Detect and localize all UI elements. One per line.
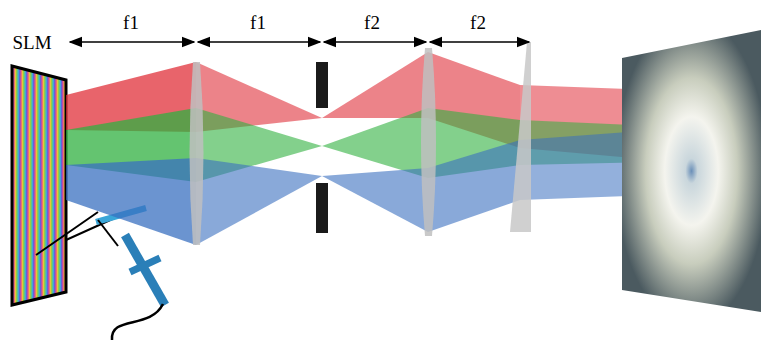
collimator-mount — [130, 258, 160, 272]
lens-f2 — [421, 48, 436, 236]
aperture-top — [316, 62, 328, 108]
beam-line — [98, 220, 118, 246]
output-screen — [622, 30, 761, 312]
optical-fiber — [112, 304, 163, 340]
device-label: SLM — [10, 33, 53, 52]
lens-f1 — [190, 62, 204, 245]
collimator — [125, 235, 165, 305]
aperture-bottom — [316, 183, 328, 233]
focal-length-label: f2 — [468, 13, 488, 32]
wedge-prism — [510, 42, 531, 232]
focal-length-label: f1 — [248, 13, 268, 32]
focal-length-label: f1 — [121, 13, 141, 32]
dimension-arrows — [70, 41, 529, 43]
blue-beam — [66, 158, 196, 245]
slm-panel — [12, 66, 66, 305]
focal-length-label: f2 — [362, 13, 382, 32]
